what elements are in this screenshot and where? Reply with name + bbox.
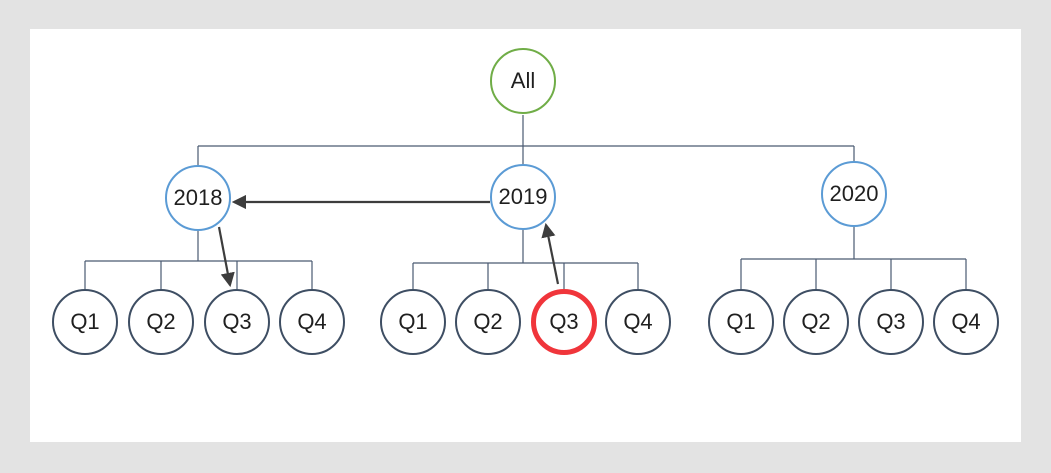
node-2018-q1[interactable]: Q1 [52, 289, 118, 355]
node-2020-q2[interactable]: Q2 [783, 289, 849, 355]
node-label: Q3 [549, 309, 579, 334]
node-label: Q2 [473, 309, 503, 334]
node-label: Q4 [623, 309, 653, 334]
node-label: Q2 [801, 309, 831, 334]
arrow-2018-to-q3 [217, 226, 235, 288]
node-2020-q3[interactable]: Q3 [858, 289, 924, 355]
arrow-q3-to-2019 [541, 222, 560, 285]
node-2018-q2[interactable]: Q2 [128, 289, 194, 355]
node-label: 2019 [498, 184, 548, 209]
node-label: Q1 [726, 309, 756, 334]
node-2019-q1[interactable]: Q1 [380, 289, 446, 355]
diagram-canvas: All 2018 2019 2020 Q1 Q2 Q3 Q4 Q1 Q2 [30, 29, 1021, 442]
node-label: 2018 [173, 185, 223, 210]
node-label: Q3 [222, 309, 252, 334]
node-2019-q4[interactable]: Q4 [605, 289, 671, 355]
node-2018-q4[interactable]: Q4 [279, 289, 345, 355]
node-label: Q1 [70, 309, 100, 334]
node-label: Q4 [297, 309, 327, 334]
node-2019-q3-highlighted[interactable]: Q3 [531, 289, 597, 355]
node-label: Q1 [398, 309, 428, 334]
node-2020[interactable]: 2020 [821, 161, 887, 227]
node-label: All [510, 68, 536, 93]
node-2019[interactable]: 2019 [490, 164, 556, 230]
node-2018[interactable]: 2018 [165, 165, 231, 231]
node-all[interactable]: All [490, 48, 556, 114]
node-label: Q3 [876, 309, 906, 334]
node-2020-q4[interactable]: Q4 [933, 289, 999, 355]
node-2020-q1[interactable]: Q1 [708, 289, 774, 355]
node-2018-q3[interactable]: Q3 [204, 289, 270, 355]
tree-connectors [84, 115, 967, 289]
connector-layer [84, 115, 967, 289]
node-label: 2020 [829, 181, 879, 206]
annotation-arrows [217, 194, 560, 288]
node-label: Q4 [951, 309, 981, 334]
node-label: Q2 [146, 309, 176, 334]
node-2019-q2[interactable]: Q2 [455, 289, 521, 355]
